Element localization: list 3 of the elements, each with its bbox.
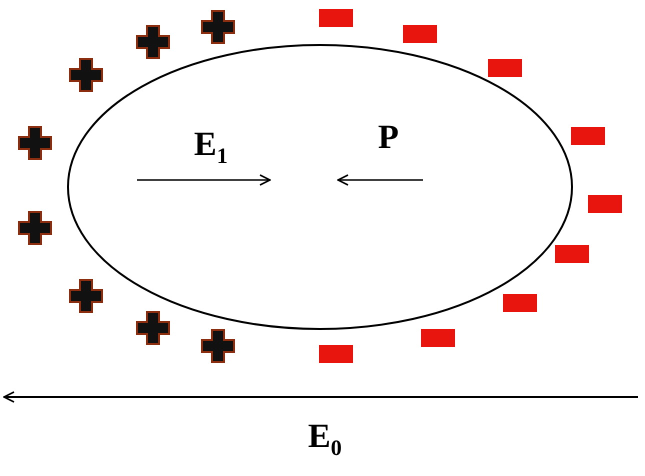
field-symbol: P (378, 121, 399, 155)
field-symbol: E$_{0}$ (308, 420, 342, 459)
field-symbol: E$_{1}$ (194, 128, 228, 167)
